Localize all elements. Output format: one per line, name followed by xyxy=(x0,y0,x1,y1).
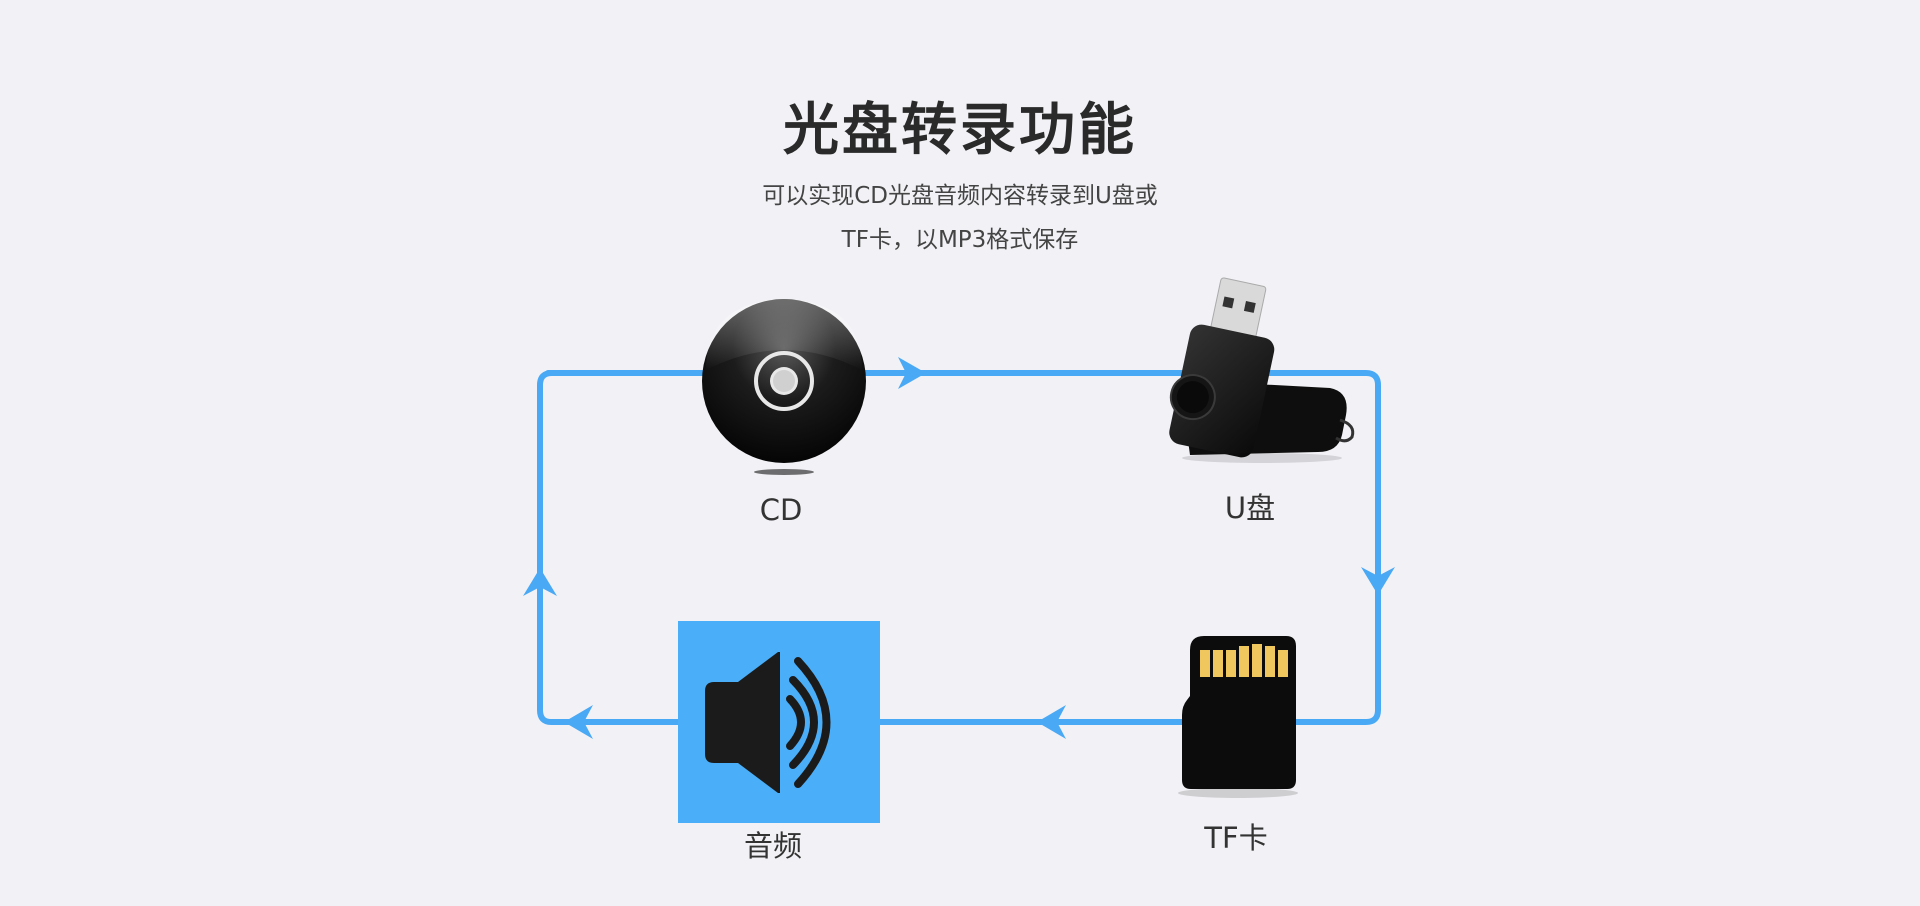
arrow-right-icon xyxy=(898,357,926,389)
arrow-down-icon xyxy=(1361,567,1395,595)
subtitle-line-1: 可以实现CD光盘音频内容转录到U盘或 xyxy=(762,183,1158,209)
cd-label: CD xyxy=(759,493,803,527)
usb-label: U盘 xyxy=(1224,491,1276,525)
flow-line xyxy=(537,370,1381,725)
subtitle-line-2: TF卡，以MP3格式保存 xyxy=(841,227,1079,253)
tf-contacts xyxy=(1200,644,1288,677)
flow-loop xyxy=(523,357,1395,739)
speaker-icon xyxy=(678,621,880,823)
cd-disc-icon xyxy=(702,299,866,475)
tf-card-label: TF卡 xyxy=(1204,821,1268,855)
arrow-left-icon xyxy=(1037,705,1066,739)
usb-drive-icon xyxy=(1169,277,1355,463)
arrow-left-icon xyxy=(564,705,593,739)
arrow-up-icon xyxy=(523,568,557,596)
tf-card-icon xyxy=(1178,636,1298,798)
page-title: 光盘转录功能 xyxy=(783,98,1137,163)
audio-label: 音频 xyxy=(743,829,802,863)
